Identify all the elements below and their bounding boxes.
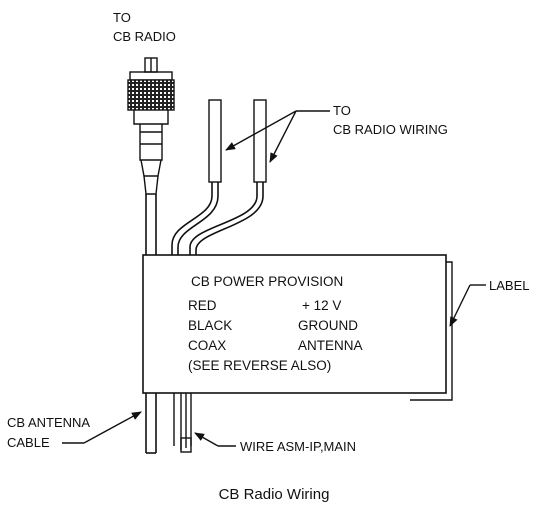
coax-connector — [127, 57, 175, 195]
label-callout: LABEL — [449, 278, 529, 327]
figure-caption: CB Radio Wiring — [219, 486, 330, 503]
wire-terminal-left — [208, 99, 222, 183]
label-callout-text: LABEL — [489, 278, 529, 293]
tag-row-color: BLACK — [188, 318, 232, 333]
wire-asm-callout: WIRE ASM-IP,MAIN — [194, 432, 356, 454]
tag-note: (SEE REVERSE ALSO) — [188, 358, 331, 373]
cb-antenna-cable-callout: CB ANTENNA CABLE — [7, 411, 142, 450]
power-leads — [171, 99, 267, 255]
to-cb-radio-callout: TO CB RADIO — [113, 10, 176, 44]
tag-row-color: COAX — [188, 338, 226, 353]
to-cb-radio-wiring-callout: TO CB RADIO WIRING — [225, 103, 448, 163]
cb-antenna-cable-line2: CABLE — [7, 435, 50, 450]
tag-title: CB POWER PROVISION — [191, 274, 343, 289]
wire-asm-text: WIRE ASM-IP,MAIN — [240, 439, 356, 454]
tag-row-color: RED — [188, 298, 217, 313]
to-cb-radio-wiring-line2: CB RADIO WIRING — [333, 122, 448, 137]
tag-row-function: + 12 V — [302, 298, 341, 313]
cb-antenna-cable-line1: CB ANTENNA — [7, 415, 90, 430]
main-harness-wires — [173, 393, 192, 453]
wire-terminal-right — [253, 99, 267, 183]
to-cb-radio-wiring-line1: TO — [333, 103, 351, 118]
tag-row-function: ANTENNA — [298, 338, 363, 353]
antenna-coax-cable — [145, 194, 157, 454]
knurled-nut — [127, 79, 175, 111]
to-cb-radio-line1: TO — [113, 10, 131, 25]
to-cb-radio-line2: CB RADIO — [113, 29, 176, 44]
cb-power-provision-tag: CB POWER PROVISION RED + 12 V BLACK GROU… — [142, 254, 453, 401]
tag-row-function: GROUND — [298, 318, 358, 333]
